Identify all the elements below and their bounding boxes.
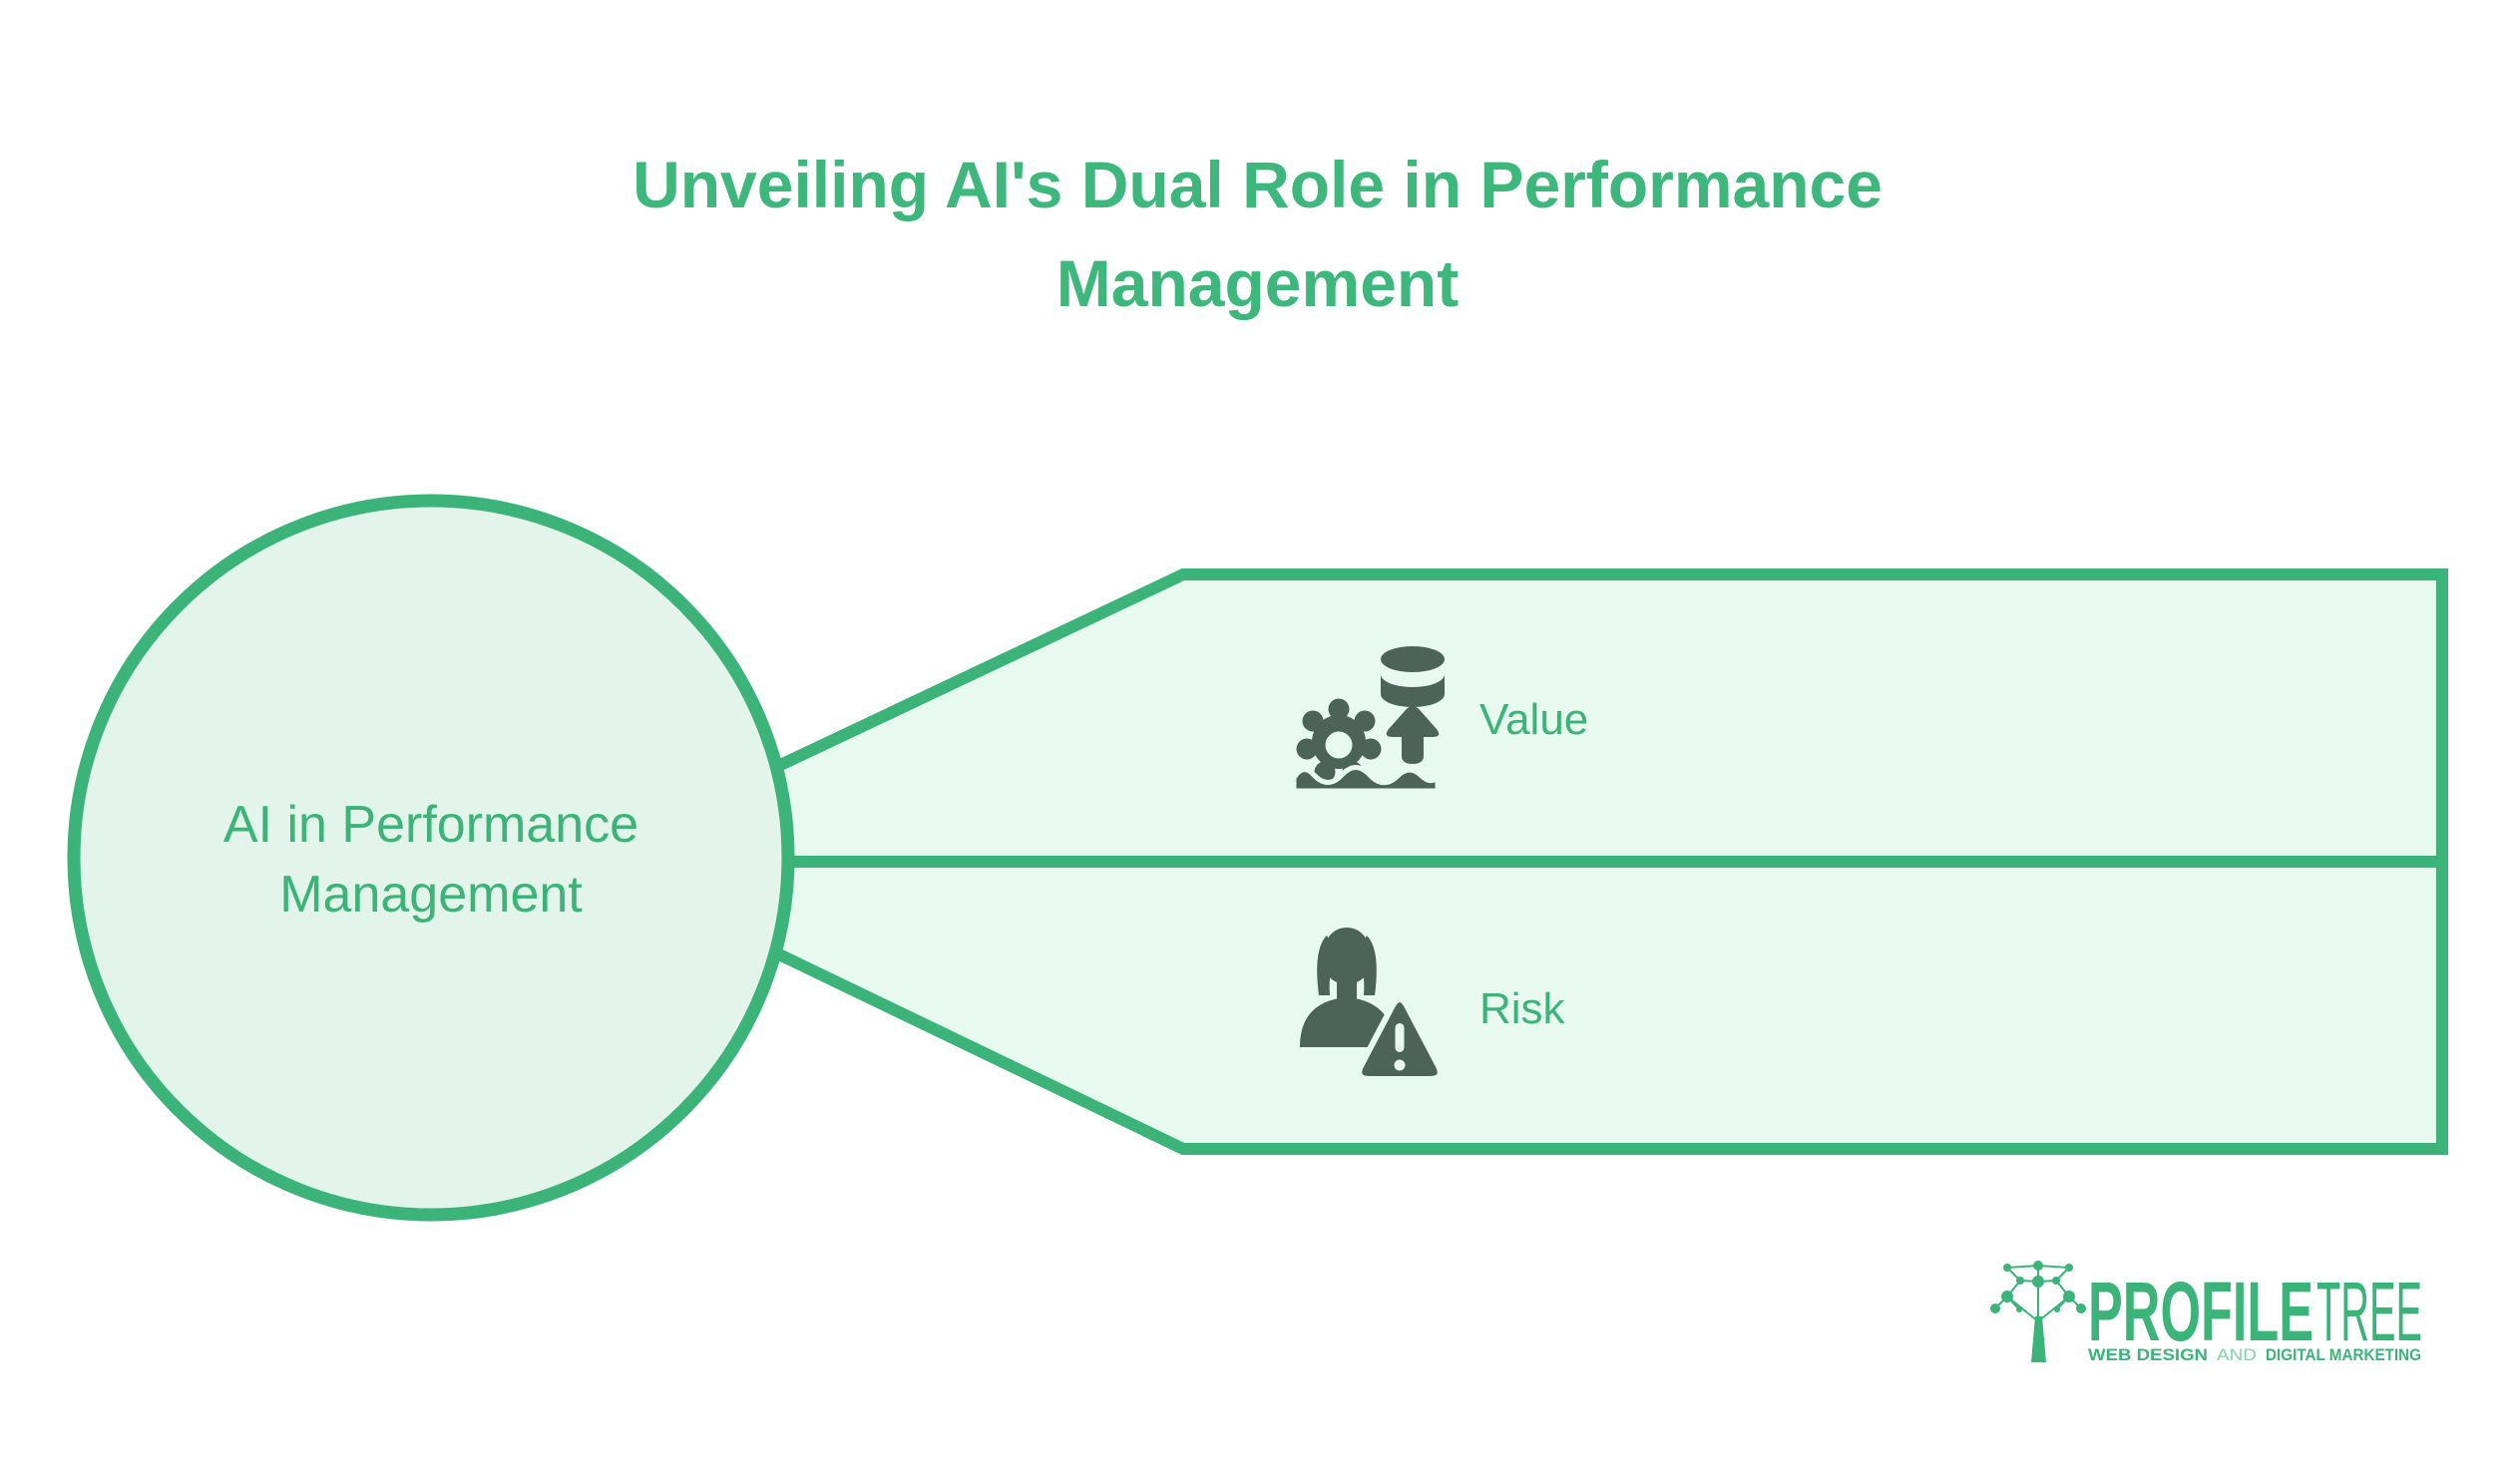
hub-circle [67, 494, 795, 1222]
up-arrow-icon [1386, 706, 1440, 764]
logo-tagline-web-design: WEB DESIGN [2088, 1345, 2208, 1364]
branch-label-value: Value [1479, 695, 1589, 744]
person-head-icon [1322, 934, 1372, 984]
risk-banner-shape [692, 856, 2448, 1155]
branch-label-risk: Risk [1479, 984, 1565, 1033]
logo-tagline-digital-marketing: DIGITAL MARKETING [2266, 1345, 2421, 1364]
database-body-icon [1381, 674, 1445, 707]
page-title: Unveiling AI's Dual Role in Performance … [632, 148, 1883, 320]
profiletree-logo: PROFILE TREE WEB DESIGN AND DIGITAL MARK… [1990, 1261, 2422, 1364]
person-shoulders-icon [1300, 997, 1394, 1047]
logo-brand-primary: PROFILE [2088, 1265, 2313, 1358]
waves-icon [1291, 765, 1441, 794]
logo-brand-secondary: TREE [2316, 1265, 2422, 1358]
person-warning-icon [1300, 928, 1444, 1082]
logo-tagline-and: AND [2217, 1345, 2257, 1364]
database-top-icon [1381, 646, 1445, 672]
hub-label: AI in Performance Management [222, 796, 639, 925]
profiletree-tree-nodes [1990, 1261, 2086, 1362]
page-title-wrap: Unveiling AI's Dual Role in Performance … [0, 136, 2515, 333]
gear-data-growth-icon [1291, 646, 1445, 794]
